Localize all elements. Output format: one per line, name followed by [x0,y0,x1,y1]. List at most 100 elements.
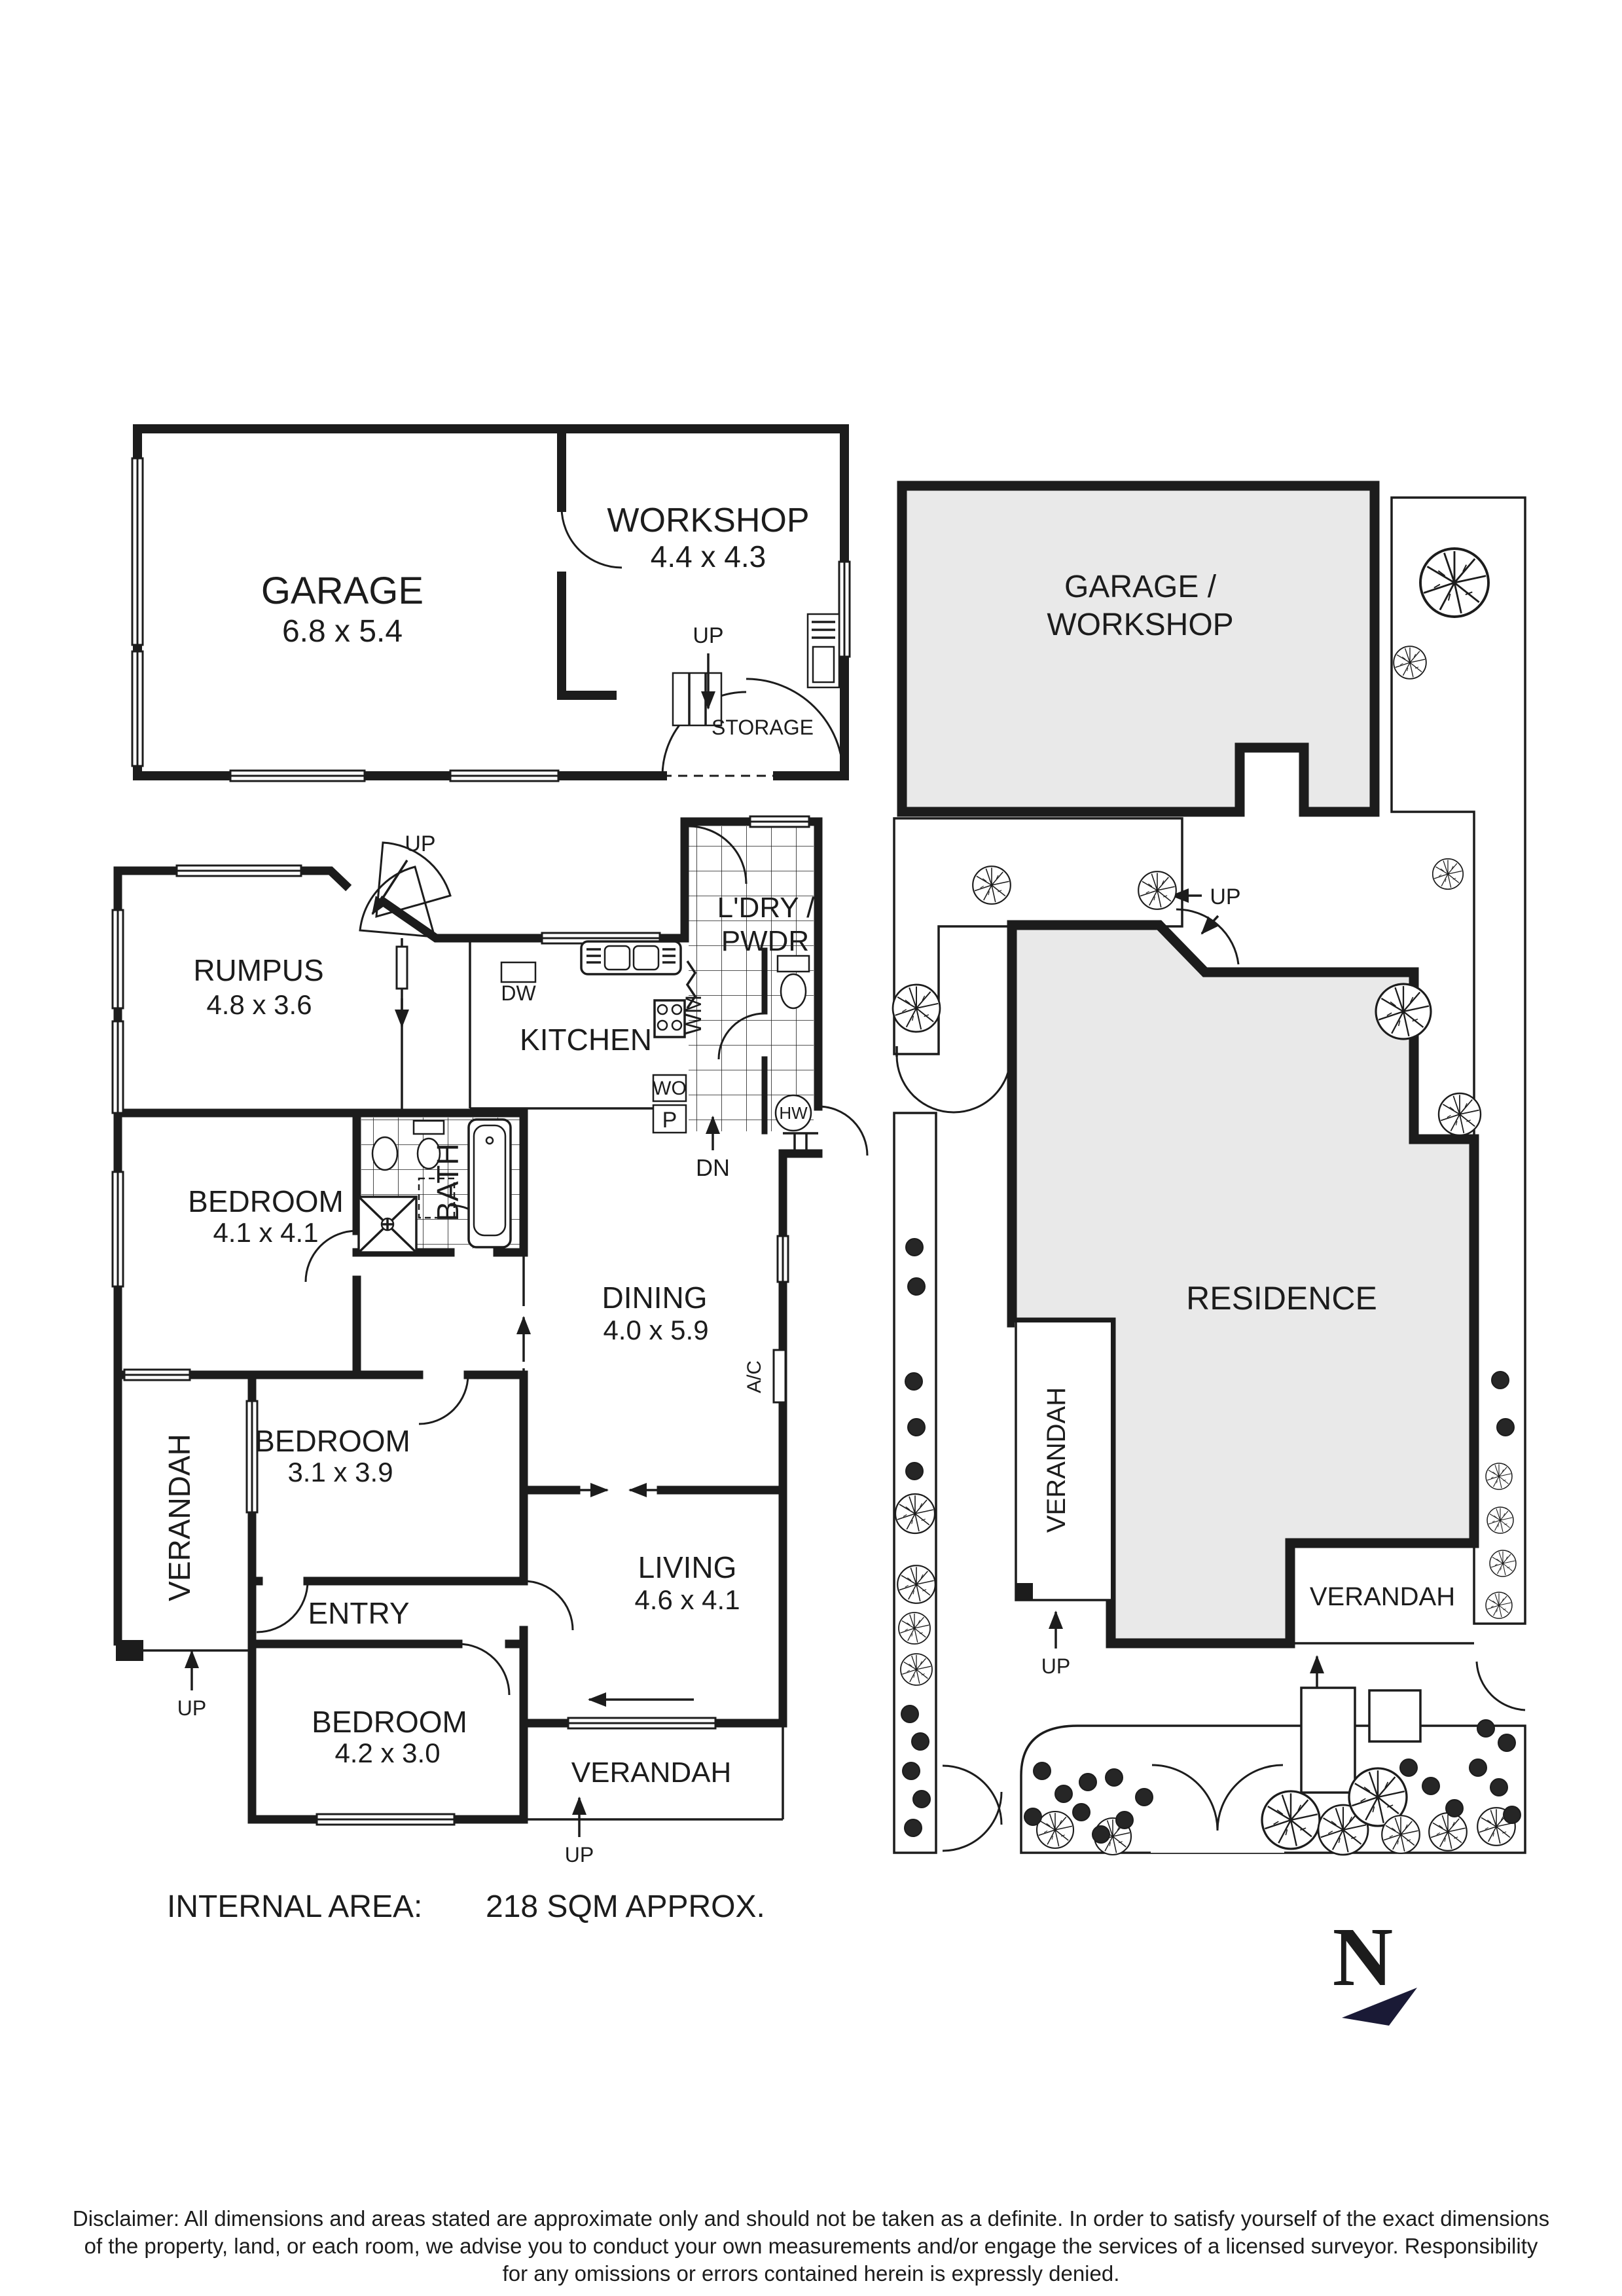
tree-icon [1489,1550,1517,1577]
pantry-icon [652,1104,687,1134]
wall-oven-icon [652,1074,687,1102]
shrub-icon [1115,1811,1134,1829]
ldry-label-line1: L'DRY / [717,892,815,924]
bath-label: BATH [431,1143,465,1221]
shrub-icon [907,1418,926,1436]
shrub-icon [905,1462,924,1480]
door-arc [717,1012,765,1060]
bedroom-middle-dims: 3.1 x 3.9 [287,1457,393,1487]
residence-label: RESIDENCE [1186,1280,1377,1317]
rumpus-label: RUMPUS [193,953,323,987]
tree-icon [897,1565,936,1604]
p-label: P [662,1108,677,1133]
bedroom-front-label: BEDROOM [312,1705,467,1739]
disclaimer-line-1: Disclaimer: All dimensions and areas sta… [73,2206,1549,2231]
ldry-label-line2: PWDR [721,925,809,957]
internal-area-value: 218 SQM APPROX. [486,1889,765,1924]
tree-icon [1375,983,1432,1040]
gate-icon [1475,1661,1526,1711]
workshop-dims: 4.4 x 4.3 [651,539,766,574]
site-front-garden [1020,1724,1526,1854]
storage-label: STORAGE [712,716,814,739]
shrub-icon [1135,1788,1153,1806]
basin-icon [371,1136,399,1171]
outbuilding-walls [133,424,849,780]
site-stair-leaf-arrow [1200,915,1219,935]
site-verandah-post [1016,1583,1033,1600]
site-garage-label-line2: WORKSHOP [1047,608,1233,642]
site-front-path [1300,1686,1356,1794]
shrub-icon [1490,1778,1508,1796]
garage-label: GARAGE [261,570,424,612]
stairs-icon [359,841,452,938]
sink-icon [580,940,682,975]
hot-water-icon: HW [774,1094,812,1132]
entry-label: ENTRY [308,1596,409,1630]
outbuilding-partition [557,424,617,700]
outbuilding-walls [133,424,849,780]
shrub-icon [1498,1734,1516,1752]
shrub-icon [1033,1762,1051,1780]
house-walls [376,817,823,1111]
site-garden-strip-right [1390,496,1526,1625]
stairs-icon [783,1132,818,1154]
internal-area-label: INTERNAL AREA: [167,1889,422,1924]
tree-icon [1138,871,1177,910]
door-arc [560,507,622,569]
site-plan: GARAGE / WORKSHOP RESIDENCE UP VERANDAH … [892,481,1526,1856]
shrub-icon [1054,1785,1073,1803]
shrub-icon [1024,1808,1042,1826]
dw-label: DW [501,981,536,1005]
gate-icon [1151,1761,1284,1853]
site-garage-label-line1: GARAGE / [1064,570,1217,604]
tree-icon [900,1653,933,1686]
tree-icon [1428,1812,1468,1851]
ac-label: A/C [744,1360,765,1393]
tree-icon [972,866,1011,905]
door-arc [688,825,748,884]
site-verandah-front-label: VERANDAH [1310,1582,1455,1611]
bedroom-front-dims: 4.2 x 3.0 [334,1738,440,1768]
shrub-icon [1469,1758,1487,1777]
house-plan: UP [111,815,869,1867]
outbuilding-plan: GARAGE 6.8 x 5.4 WORKSHOP 4.4 x 4.3 UP S… [131,424,851,782]
gate-icon [895,1046,1012,1114]
tree-icon [1419,547,1490,618]
door-arc [304,1230,357,1283]
site-path-left [893,1112,937,1854]
gate-icon [942,1764,1003,1852]
dining-label: DINING [602,1281,708,1315]
shrub-icon [1445,1799,1464,1817]
north-letter: N [1333,1910,1393,2003]
site-garage-workshop-building [897,481,1380,817]
bedroom-rear-label: BEDROOM [188,1184,344,1218]
site-driveway [893,817,1183,1055]
disclaimer: Disclaimer: All dimensions and areas sta… [73,2206,1549,2286]
door-arc [256,1580,309,1633]
bedroom-rear-dims: 4.1 x 4.1 [213,1217,318,1248]
tree-icon [1485,1592,1513,1619]
stove-icon [653,999,686,1038]
toilet-icon [776,955,810,1010]
workshop-label: WORKSHOP [607,501,809,539]
shrub-icon [1496,1418,1515,1436]
verandah-front-up-label: UP [565,1843,594,1867]
living-label: LIVING [638,1550,737,1584]
shrub-icon [1079,1773,1097,1791]
door-arc [458,1643,511,1696]
tree-icon [894,1493,936,1535]
tree-icon [1261,1790,1321,1850]
tree-icon [1487,1506,1514,1534]
door-arc [418,1374,469,1425]
site-front-landing [1368,1689,1422,1743]
site-verandah-side-up-label: UP [1041,1654,1070,1678]
folding-door-icon [685,960,697,1009]
dishwasher-icon [500,961,537,983]
kitchen-label: KITCHEN [520,1023,652,1057]
site-verandah-side [1015,1322,1111,1600]
cabinet-icon [418,1177,456,1219]
verandah-front-edge [524,1723,784,1821]
tree-icon [1393,646,1427,680]
